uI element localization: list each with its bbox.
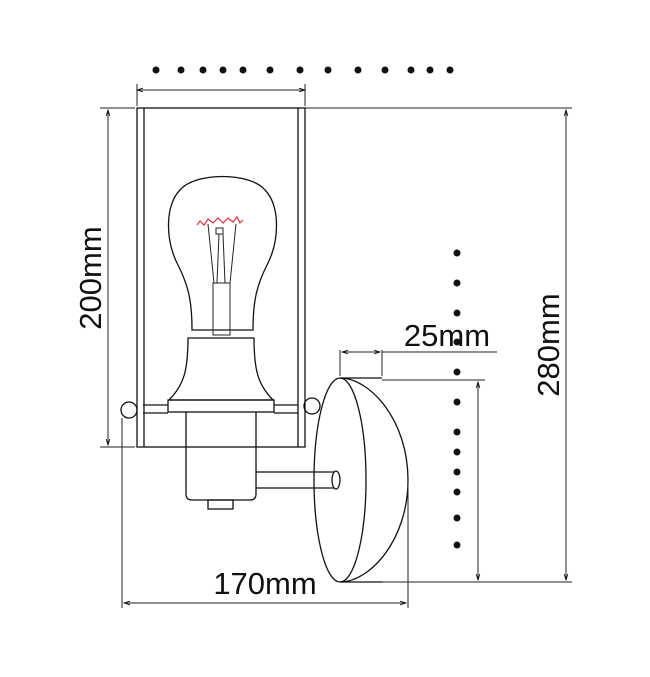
- dot: [296, 66, 304, 74]
- dot: [453, 279, 461, 287]
- shade-height-dimension: 200mm: [73, 107, 135, 448]
- dot: [453, 514, 461, 522]
- dot: [453, 338, 461, 346]
- dot: [354, 66, 362, 74]
- dot: [453, 488, 461, 496]
- plate-depth-dimension: 25mm: [339, 318, 497, 376]
- dot: [453, 541, 461, 549]
- dot: [324, 66, 332, 74]
- glass-shade-frame: [136, 107, 306, 448]
- projection-dimension: 170mm: [121, 418, 409, 608]
- dot: [453, 398, 461, 406]
- filament-icon: [196, 215, 244, 226]
- dot: [453, 428, 461, 436]
- dot: [453, 368, 461, 376]
- dot: [177, 66, 185, 74]
- total-height-dimension: 280mm: [305, 107, 572, 583]
- dot: [426, 66, 434, 74]
- projection-label: 170mm: [213, 566, 316, 601]
- shade-width-dimension: [137, 84, 305, 106]
- side-dot-column: [453, 249, 461, 549]
- dot: [453, 448, 461, 456]
- plate-depth-label: 25mm: [404, 318, 490, 353]
- total-height-label: 280mm: [531, 293, 566, 396]
- lamp-arm: [256, 470, 341, 490]
- dot: [453, 249, 461, 257]
- lamp-socket: [120, 337, 321, 510]
- dot: [152, 66, 160, 74]
- dot: [239, 66, 247, 74]
- dot: [453, 468, 461, 476]
- dot: [266, 66, 274, 74]
- dot: [199, 66, 207, 74]
- dot: [381, 66, 389, 74]
- plate-height-dimension: [382, 379, 485, 580]
- dot: [446, 66, 454, 74]
- light-bulb: [167, 175, 278, 336]
- top-dot-row: [152, 66, 454, 74]
- dot: [453, 309, 461, 317]
- shade-height-label: 200mm: [73, 226, 108, 329]
- dot: [407, 66, 415, 74]
- wall-plate: [313, 377, 409, 583]
- dot: [219, 66, 227, 74]
